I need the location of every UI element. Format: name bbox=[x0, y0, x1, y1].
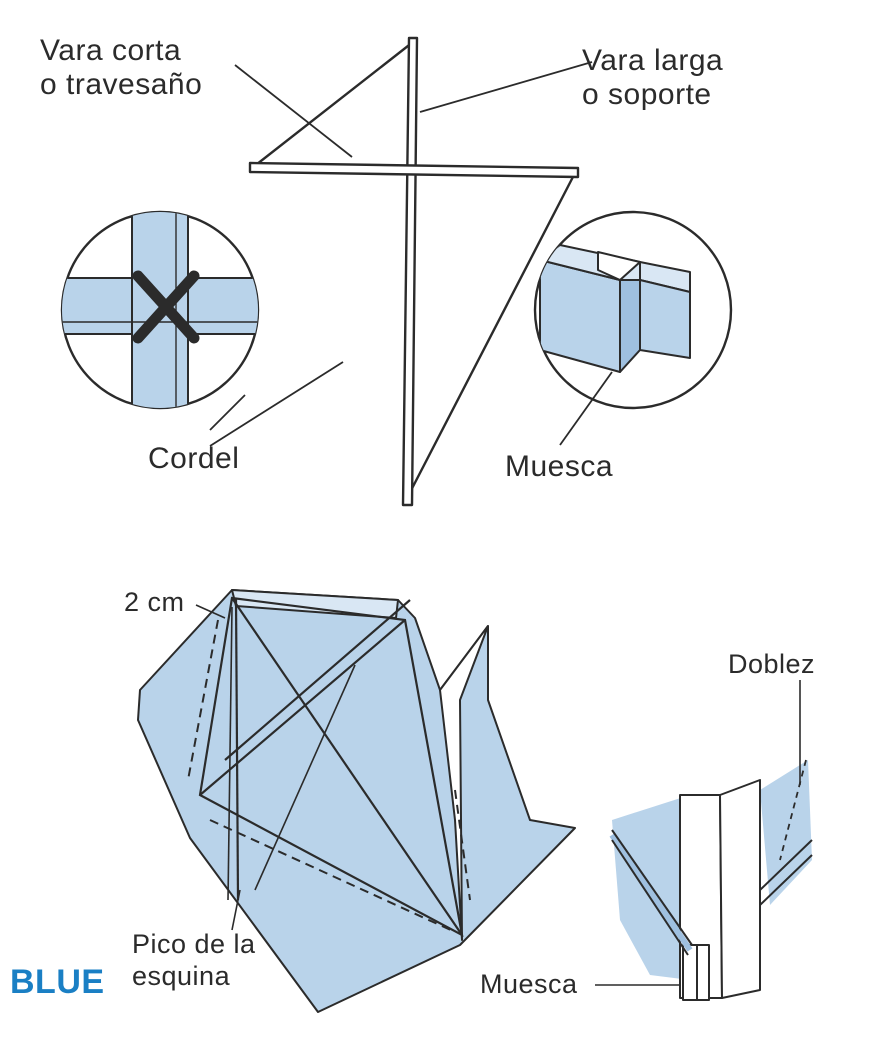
kite-frame bbox=[209, 36, 593, 507]
label-string: Cordel bbox=[148, 442, 240, 475]
label-notch-bottom: Muesca bbox=[480, 969, 578, 999]
leader-corner-tip bbox=[231, 889, 241, 931]
leader-string bbox=[209, 361, 344, 447]
label-short-stick: Vara corta o travesaño bbox=[40, 34, 203, 101]
leader-notch-top bbox=[559, 371, 613, 446]
label-notch-top: Muesca bbox=[505, 450, 614, 483]
notch-detail bbox=[533, 210, 733, 446]
fold-notch-detail bbox=[595, 680, 813, 1001]
label-2cm: 2 cm bbox=[124, 587, 185, 617]
long-stick bbox=[401, 36, 419, 507]
leader-long-stick bbox=[419, 61, 593, 113]
blue-tag: BLUE bbox=[10, 963, 105, 1001]
lashing-detail bbox=[60, 210, 260, 431]
paper-kite-frame bbox=[198, 596, 464, 938]
label-corner-tip: Pico de la esquina bbox=[132, 929, 256, 991]
label-fold: Doblez bbox=[728, 649, 816, 679]
leader-short-stick bbox=[234, 64, 353, 158]
leader-2cm bbox=[195, 604, 226, 619]
paper-covering bbox=[137, 589, 576, 1013]
fold-dashed-lines bbox=[187, 619, 471, 933]
label-long-stick: Vara larga o soporte bbox=[582, 44, 724, 111]
short-stick bbox=[248, 161, 580, 179]
leader-lashing bbox=[209, 394, 246, 431]
